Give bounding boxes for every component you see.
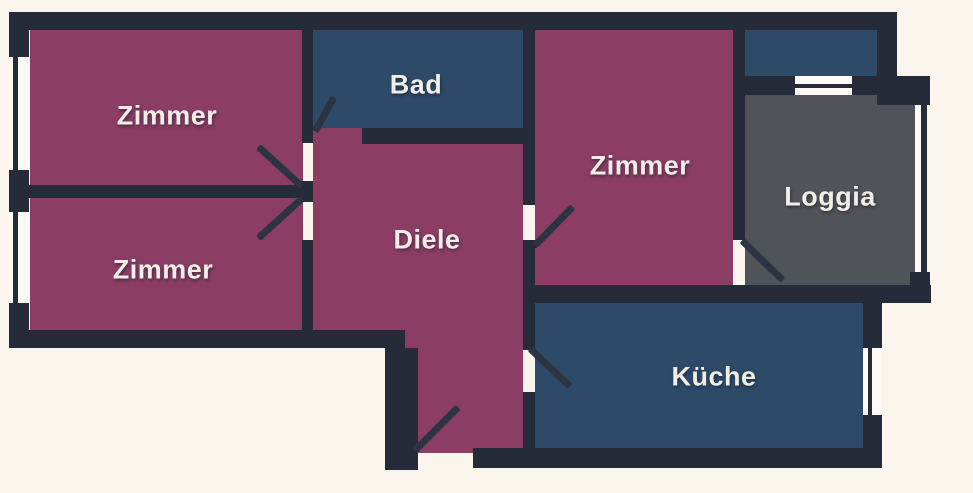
room-label-loggia: Loggia <box>784 181 876 212</box>
window-loggia-top-glass <box>795 84 852 88</box>
wall-left-top-block <box>9 12 29 57</box>
wall-right-top <box>877 12 897 76</box>
wall-center-lower <box>523 392 535 450</box>
window-left-upper <box>9 57 29 170</box>
wall-center-door-stub <box>523 240 537 248</box>
wall-zimmer-loggia <box>733 30 745 240</box>
room-label-zimmer-bottom-left: Zimmer <box>112 254 214 285</box>
room-zimmer-top-left <box>30 30 303 185</box>
room-diele-main <box>313 128 523 348</box>
wall-loggia-bottom-right <box>910 272 930 303</box>
room-kueche <box>535 300 863 450</box>
wall-bottom-right <box>473 448 882 468</box>
wall-zimmer-left-lower <box>302 240 313 332</box>
wall-zimmer-left-upper <box>302 30 313 143</box>
wall-right-step-block <box>877 76 930 105</box>
window-kueche-right-glass <box>868 348 872 415</box>
wall-center-upper <box>523 30 535 205</box>
wall-kueche-right-upper <box>863 303 882 348</box>
wall-horizontal-mid-right <box>523 285 931 303</box>
window-left-lower-glass <box>13 212 18 303</box>
wall-entrance-left-block <box>385 348 418 470</box>
window-left-upper-glass <box>13 57 18 170</box>
room-zimmer-bottom-left <box>30 198 303 330</box>
wall-divider-junction-stub <box>300 181 313 202</box>
room-bad <box>310 30 523 132</box>
room-utility-top-right <box>745 30 877 76</box>
wall-top <box>10 12 897 30</box>
loggia-railing-gap <box>915 105 921 272</box>
room-loggia <box>745 95 915 285</box>
wall-kueche-right-lower <box>863 415 882 450</box>
window-kueche-right <box>863 348 882 415</box>
room-label-bad: Bad <box>389 69 443 100</box>
room-label-diele: Diele <box>393 224 461 255</box>
room-zimmer-right <box>535 30 733 285</box>
wall-bottom-left <box>10 330 405 348</box>
wall-zimmer-divider <box>28 185 303 198</box>
room-label-zimmer-top-left: Zimmer <box>116 100 218 131</box>
room-label-kueche: Küche <box>671 361 757 392</box>
room-label-zimmer-right: Zimmer <box>589 150 691 181</box>
window-left-lower <box>9 212 29 303</box>
wall-bad-bottom <box>362 128 523 144</box>
wall-left-mid-block <box>9 170 29 212</box>
loggia-railing <box>921 105 927 272</box>
